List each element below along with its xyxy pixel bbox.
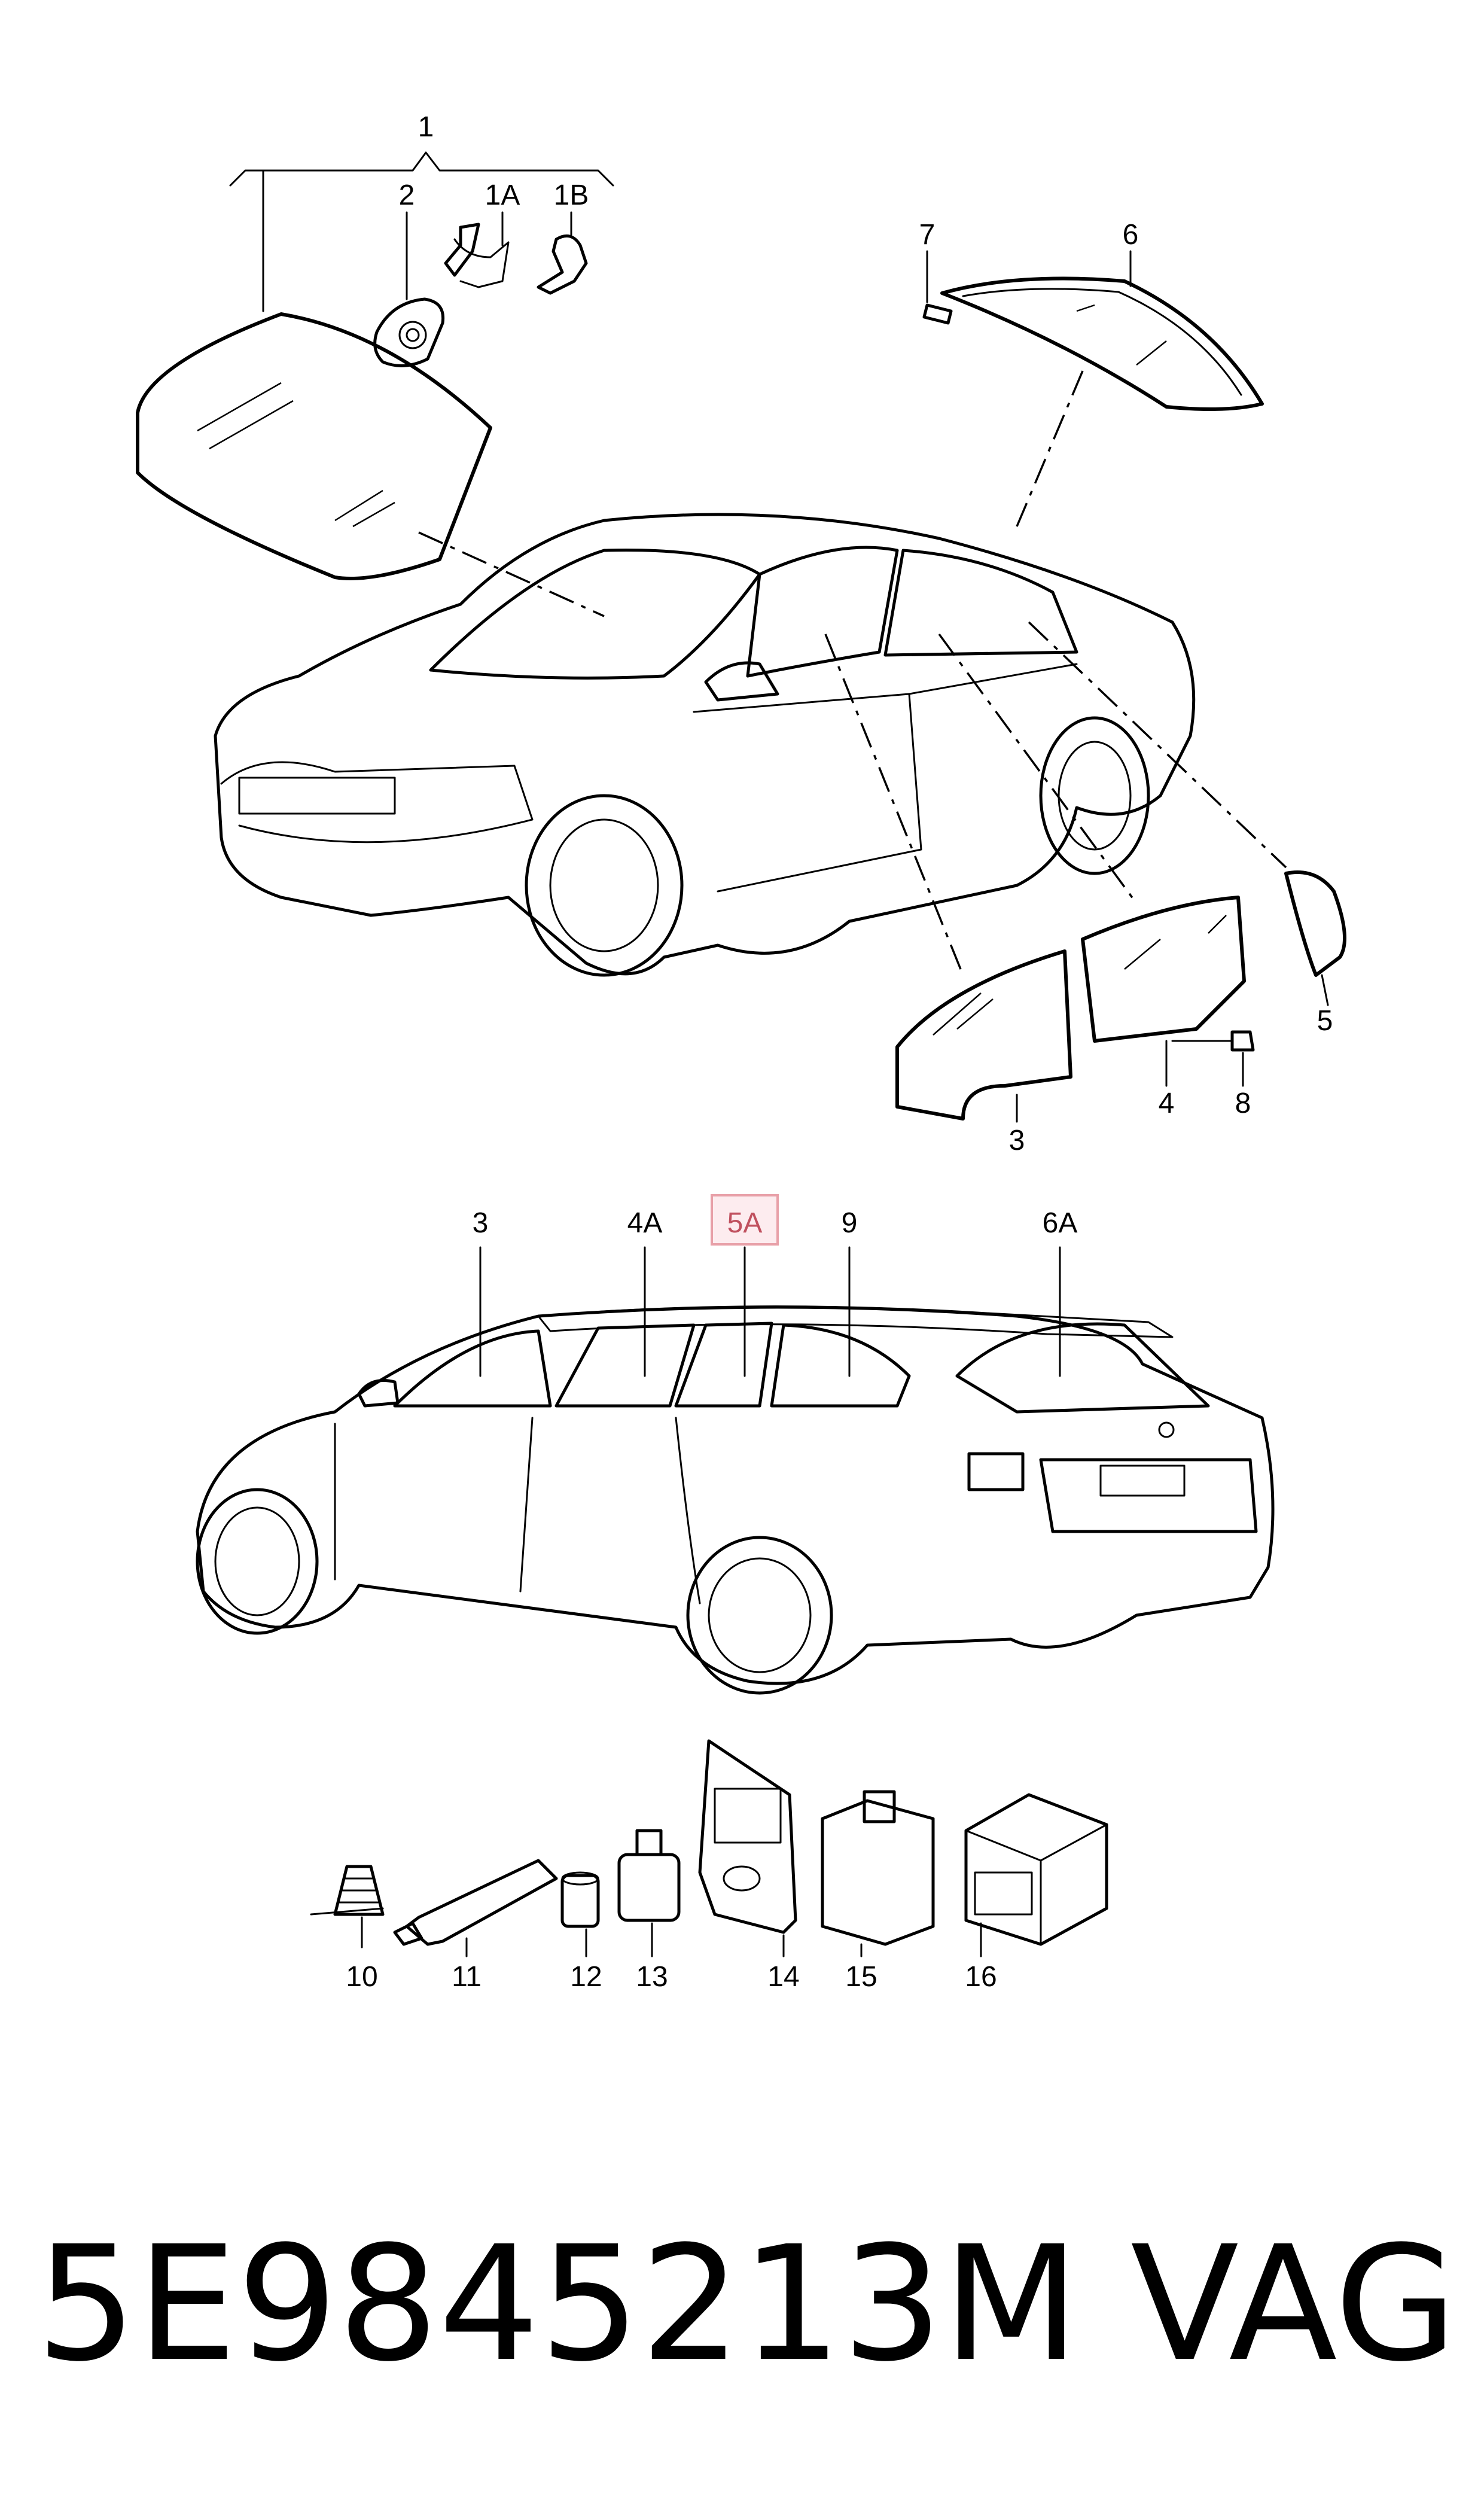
callout-2: 2: [399, 179, 415, 211]
windshield[interactable]: [136, 312, 492, 580]
part-16-box[interactable]: [964, 1793, 1108, 1957]
part-15-cleaner-bottle[interactable]: [821, 1790, 935, 1957]
rear-window[interactable]: [940, 250, 1264, 411]
callout-14: 14: [767, 1961, 799, 1993]
quarter-glass[interactable]: [1284, 870, 1346, 1006]
callout-1: 1: [418, 111, 434, 143]
callout-6A: 6A: [1043, 1207, 1078, 1239]
callout-1A: 1A: [485, 179, 520, 211]
callout-4A: 4A: [627, 1207, 663, 1239]
sensor-bracket-1A[interactable]: [444, 211, 510, 288]
wagon-leaders: [479, 1246, 1061, 1377]
callout-5A: 5A: [727, 1207, 763, 1239]
part-number: 5E9845213M: [36, 2212, 1080, 2397]
callout-5: 5: [1317, 1005, 1333, 1037]
callout-3-wagon: 3: [473, 1207, 489, 1239]
callout-3: 3: [1009, 1125, 1025, 1156]
callout-8: 8: [1235, 1088, 1251, 1119]
part-13-primer-jar[interactable]: [617, 1829, 681, 1957]
leader-dashes-top: [418, 370, 1287, 976]
sedan-car-body: [214, 513, 1196, 977]
clip-7[interactable]: [922, 250, 953, 325]
callout-5-leader: [1321, 974, 1329, 1006]
callout-15: 15: [845, 1961, 877, 1993]
callout-1-bracket: [229, 151, 614, 187]
part-12-primer-cap[interactable]: [560, 1871, 600, 1957]
callout-5A-highlight: [711, 1194, 779, 1246]
clip-1B[interactable]: [537, 211, 588, 295]
wagon-car-body: [196, 1305, 1275, 1695]
callout-13: 13: [636, 1961, 668, 1993]
callout-12: 12: [570, 1961, 602, 1993]
rain-sensor[interactable]: [373, 211, 445, 367]
callout-9: 9: [842, 1207, 858, 1239]
callout-6: 6: [1123, 219, 1139, 251]
callout-10: 10: [346, 1961, 377, 1993]
rear-door-glass[interactable]: [1081, 896, 1246, 1087]
part-11-adhesive-tube[interactable]: [393, 1859, 558, 1957]
pin-8[interactable]: [1171, 1030, 1255, 1087]
part-10-spacer[interactable]: [310, 1865, 385, 1948]
front-door-glass[interactable]: [895, 949, 1072, 1123]
callout-11: 11: [452, 1961, 482, 1993]
callout-16: 16: [965, 1961, 997, 1993]
brand-name: VAG: [1130, 2212, 1458, 2397]
callout-7: 7: [919, 219, 936, 251]
callout-1B: 1B: [554, 179, 589, 211]
callout-4: 4: [1159, 1088, 1175, 1119]
part-14-repair-kit-bag[interactable]: [698, 1739, 797, 1957]
